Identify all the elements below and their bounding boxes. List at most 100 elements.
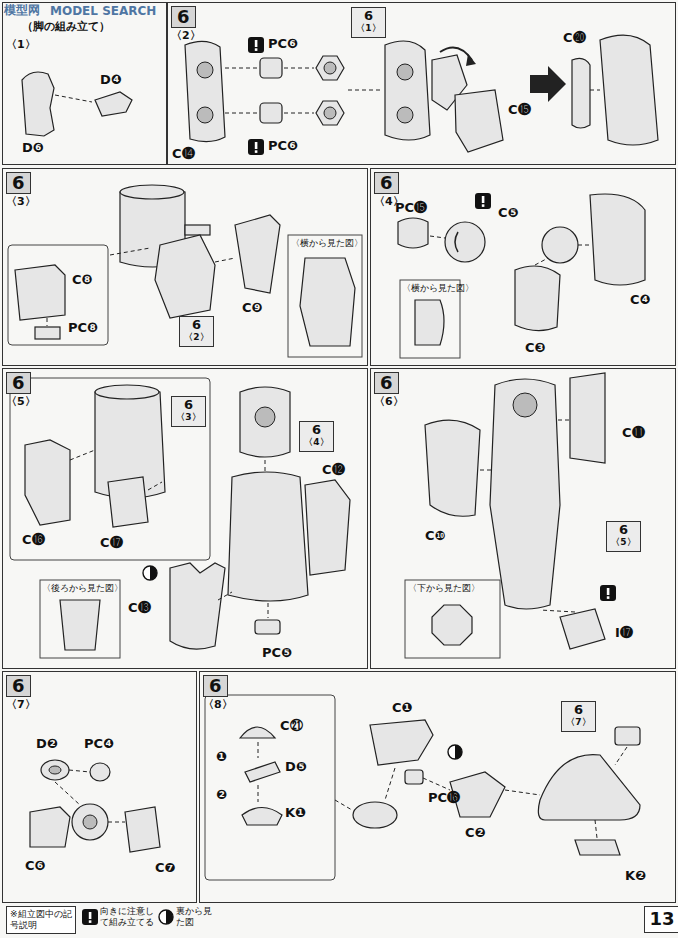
part-drawing	[159, 910, 173, 924]
part-drawing	[228, 472, 308, 601]
part-drawing	[82, 909, 98, 925]
part-number: D❷	[36, 736, 58, 752]
step-reference-box: 6〈2〉	[179, 316, 214, 347]
part-drawing	[505, 790, 540, 795]
part-drawing	[255, 620, 280, 634]
step-label: ※組立図中の記号説明	[10, 909, 72, 931]
part-drawing	[455, 90, 503, 152]
part-drawing	[240, 727, 275, 738]
part-drawing	[615, 747, 627, 765]
part-drawing	[197, 62, 213, 78]
part-drawing	[455, 745, 462, 759]
part-drawing	[41, 760, 69, 780]
part-drawing	[335, 800, 352, 810]
step-number: 6	[574, 703, 583, 717]
part-number: C㉑	[280, 718, 303, 734]
part-number: PC❺	[262, 645, 292, 661]
part-drawing	[125, 807, 160, 852]
panel-5-parts	[10, 378, 350, 658]
part-number: C❺	[498, 205, 519, 221]
part-drawing	[60, 600, 100, 650]
part-drawing	[513, 393, 537, 417]
part-drawing	[475, 193, 491, 209]
part-drawing	[55, 95, 92, 102]
view-caption: 〈横から見た図〉	[402, 283, 474, 294]
part-drawing	[170, 563, 225, 649]
part-drawing	[248, 37, 264, 53]
part-drawing	[405, 580, 500, 658]
part-drawing	[430, 236, 445, 238]
part-drawing	[240, 387, 290, 457]
part-drawing	[255, 40, 258, 47]
part-number: PC❻	[268, 138, 298, 154]
part-number: K❶	[285, 805, 306, 821]
part-drawing	[166, 910, 173, 924]
part-drawing	[150, 566, 157, 580]
watermark: MODEL SEARCH	[50, 4, 156, 18]
step-number: 6	[203, 675, 228, 697]
part-drawing	[89, 920, 92, 923]
step-number: 6	[6, 172, 31, 194]
panel-7-parts	[30, 760, 160, 852]
part-drawing	[15, 265, 65, 320]
step-label: 〈7〉	[6, 697, 36, 712]
part-number: C❻	[25, 858, 46, 874]
part-drawing	[82, 909, 98, 925]
part-drawing	[607, 596, 610, 599]
part-drawing	[8, 245, 108, 345]
part-drawing	[248, 139, 264, 155]
part-drawing	[575, 840, 620, 855]
part-drawing	[245, 762, 280, 782]
part-drawing	[316, 101, 344, 125]
part-drawing	[255, 150, 258, 153]
part-drawing	[110, 248, 150, 255]
step-label: 〈2〉	[171, 28, 201, 43]
part-drawing	[255, 407, 275, 427]
part-drawing	[284, 68, 314, 69]
part-drawing	[83, 815, 97, 829]
part-drawing	[258, 785, 259, 802]
step-number: 6	[192, 318, 201, 332]
part-drawing	[143, 566, 157, 580]
part-drawing	[248, 37, 264, 53]
part-number: C❷	[465, 825, 486, 841]
part-number: C⓰	[22, 532, 45, 548]
part-drawing	[95, 92, 132, 116]
watermark: 模型网	[4, 3, 40, 17]
step-label: 〈1〉	[356, 23, 380, 34]
step-number: 6	[619, 523, 628, 537]
part-drawing	[425, 420, 480, 516]
part-drawing	[225, 113, 258, 114]
part-drawing	[55, 782, 80, 805]
part-drawing	[10, 378, 210, 560]
part-drawing	[25, 440, 70, 525]
part-drawing	[225, 68, 258, 69]
part-drawing	[316, 56, 344, 80]
part-drawing	[466, 54, 476, 66]
part-drawing	[415, 300, 444, 345]
part-drawing	[572, 58, 590, 128]
part-drawing	[268, 603, 269, 618]
step-panel: 6〈5〉6〈3〉6〈4〉	[2, 368, 368, 669]
part-drawing	[30, 807, 70, 847]
legend-title-box: ※組立図中の記号説明	[6, 906, 76, 934]
part-drawing	[120, 185, 184, 199]
part-drawing	[72, 804, 108, 840]
part-drawing	[482, 204, 485, 207]
part-drawing	[515, 266, 560, 331]
part-drawing	[300, 258, 355, 346]
part-number: PC⓯	[395, 200, 427, 216]
part-drawing	[324, 107, 336, 119]
part-drawing	[255, 142, 258, 149]
part-drawing	[475, 193, 491, 209]
step-reference-box: 6〈7〉	[561, 701, 596, 732]
part-drawing	[265, 460, 266, 472]
part-drawing	[159, 910, 173, 924]
part-number: D❻	[22, 140, 44, 156]
part-drawing	[370, 720, 433, 765]
step-panel: 6〈8〉6〈7〉	[199, 671, 676, 903]
part-drawing	[600, 585, 616, 601]
part-drawing	[255, 48, 258, 51]
part-drawing	[185, 225, 210, 235]
step-label: 13	[649, 908, 674, 929]
